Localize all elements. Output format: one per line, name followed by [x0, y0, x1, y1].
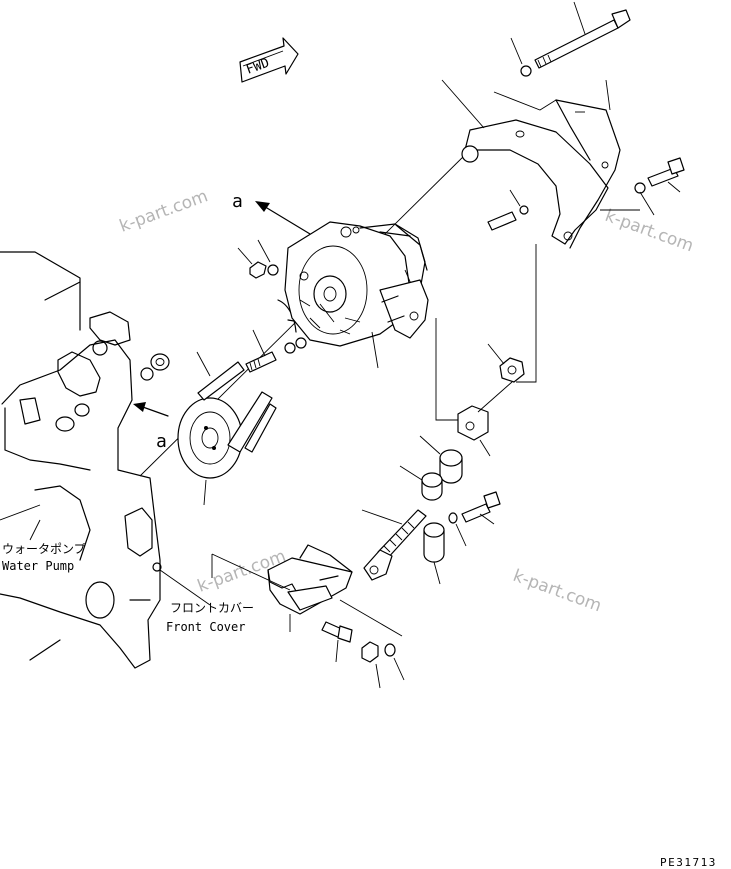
collar-1 — [439, 449, 463, 484]
nut-to-block-line — [477, 381, 513, 413]
washer-top-leader — [510, 37, 523, 65]
pulley-leader — [203, 479, 207, 506]
watermark-4: k-part.com — [510, 566, 604, 616]
cover-leader-a — [441, 79, 485, 129]
adjusting-rod — [363, 509, 427, 581]
ref-arrow-lower — [133, 402, 169, 417]
cover-leader-b — [605, 79, 611, 111]
washer-mid-leader — [509, 189, 521, 207]
alternator — [284, 221, 429, 347]
nut-mid — [499, 357, 525, 383]
nut-a — [295, 337, 307, 349]
bolt-adjust-leader — [252, 329, 266, 357]
ref-label-a-upper: a — [232, 191, 243, 212]
alternator-leader — [371, 331, 379, 369]
washer-lower-right — [448, 512, 458, 524]
washer-right — [634, 182, 646, 194]
belt-leader — [196, 351, 211, 377]
cover-to-bracket-line — [516, 244, 537, 383]
washer-top — [520, 65, 532, 77]
bolt-mid — [487, 211, 517, 231]
alternator-to-block-line — [435, 318, 458, 421]
water-pump-label-jp: ウォータポンプ — [2, 542, 86, 556]
washer-a — [284, 342, 296, 354]
rod-leader — [361, 509, 403, 525]
bolt-right-leader — [667, 181, 681, 193]
bolt-lower-right — [461, 491, 501, 523]
engine-block — [0, 251, 211, 669]
drawing-number: PE31713 — [660, 856, 717, 869]
alternator-bracket — [267, 544, 353, 615]
ref-label-a-lower: a — [156, 431, 167, 452]
bracket-outline-lines — [211, 553, 403, 637]
bolt-lower-right-leader — [479, 513, 495, 525]
long-bolt-top — [534, 9, 631, 69]
front-cover-label-jp: フロントカバー — [170, 601, 254, 615]
washer-upper-left — [267, 264, 279, 276]
spacer-lower-leader — [433, 561, 441, 585]
alternator-cover — [461, 99, 621, 249]
washer-bracket — [384, 643, 396, 657]
nut-mid-leader — [487, 343, 505, 365]
front-cover-label-en: Front Cover — [166, 620, 245, 634]
bolt-bracket-leader — [335, 639, 339, 663]
water-pump-leader — [29, 519, 41, 541]
washer-lower-right-leader — [455, 523, 467, 547]
long-bolt-leader — [573, 1, 586, 35]
watermark-1: k-part.com — [117, 186, 211, 236]
v-belt — [197, 361, 277, 453]
spacer-small-1 — [150, 353, 170, 371]
nut-upper-leader — [237, 247, 253, 265]
bolt-bracket — [321, 621, 353, 643]
collar-1-leader — [419, 435, 441, 455]
bolt-adjust — [245, 351, 277, 373]
collar-2-leader — [399, 465, 423, 481]
adj-block-leader — [479, 439, 491, 457]
nut-upper-left — [249, 261, 267, 279]
nut-bracket — [361, 641, 379, 663]
water-pump-label-en: Water Pump — [2, 559, 74, 573]
spacer-small-2 — [140, 367, 154, 381]
washer-right-leader — [639, 191, 655, 216]
fwd-arrow-icon — [239, 37, 299, 83]
spacer-lower — [423, 522, 445, 563]
nut-bracket-leader — [375, 663, 381, 689]
top-bracket-line — [493, 91, 557, 111]
adjusting-block — [457, 405, 489, 441]
watermark-2: k-part.com — [602, 206, 696, 256]
bolt-right — [647, 157, 685, 187]
washer-upper-leader — [257, 239, 271, 263]
collar-2 — [421, 472, 443, 501]
washer-mid — [519, 205, 529, 215]
washer-bracket-leader — [393, 657, 405, 681]
